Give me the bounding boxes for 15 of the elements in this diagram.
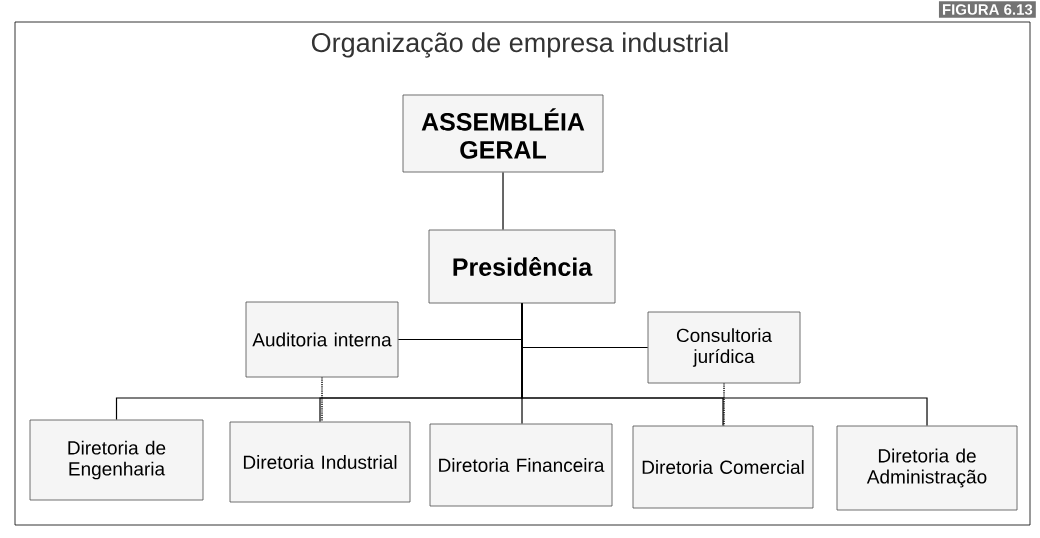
org-box: ASSEMBLÉIA GERAL (402, 94, 604, 173)
org-box: Auditoria interna (245, 301, 399, 378)
figure-badge: FIGURA 6.13 (938, 1, 1036, 18)
org-box: Diretoria Financeira (429, 423, 613, 507)
org-box: Diretoria de Engenharia (29, 419, 204, 501)
connector-line (321, 376, 323, 423)
org-box: Diretoria Industrial (229, 421, 411, 503)
org-box: Diretoria Comercial (632, 425, 814, 509)
connector-line (723, 382, 725, 427)
title: Organização de empresa industrial (311, 32, 728, 58)
org-box: Diretoria de Administração (836, 425, 1018, 511)
connector-line (521, 302, 928, 427)
connector-line (502, 171, 504, 231)
org-box: Presidência (428, 229, 616, 304)
org-box: Consultoria jurídica (647, 311, 801, 384)
